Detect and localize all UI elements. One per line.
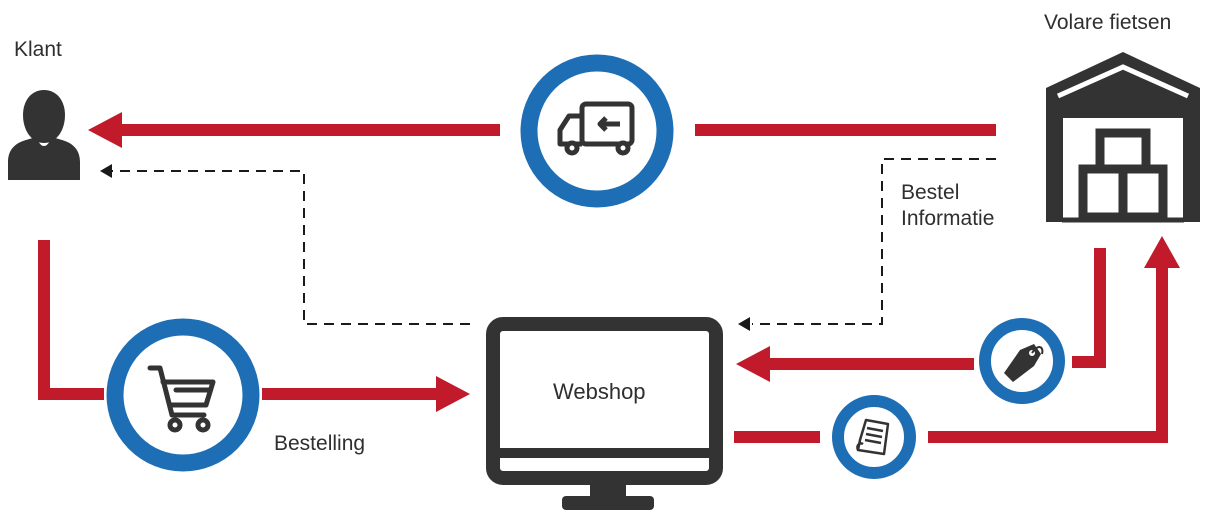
document-circle — [832, 395, 916, 479]
customer-label: Klant — [14, 38, 62, 61]
flow-arrowheads — [88, 112, 1180, 412]
monitor-icon — [486, 317, 723, 510]
dashed-warehouse-to-webshop — [752, 158, 996, 325]
arrowhead-to-webshop — [436, 376, 470, 412]
order-arrow-left-segment — [38, 240, 104, 400]
dashed-webshop-to-klant — [112, 170, 470, 325]
dashed-arrowhead-klant — [100, 164, 112, 178]
order-label: Bestelling — [274, 432, 366, 455]
flow-arrows — [38, 124, 1168, 443]
arrowhead-to-warehouse — [1144, 236, 1180, 268]
cart-circle — [106, 318, 260, 472]
price-circle — [979, 318, 1065, 404]
delivery-circle — [520, 54, 674, 208]
price-arrow-right-segment — [1072, 248, 1106, 368]
order-info-label-line1: Bestel — [901, 181, 960, 204]
delivery-truck-icon — [557, 101, 635, 156]
webshop-label: Webshop — [553, 379, 646, 404]
dashed-arrowhead-webshop — [738, 317, 750, 331]
order-info-label: Bestel Informatie — [901, 180, 1041, 233]
arrowhead-price-to-webshop — [736, 346, 770, 382]
price-tag-icon — [1004, 344, 1044, 382]
person-icon — [8, 90, 80, 180]
document-icon — [856, 418, 890, 456]
document-arrow-right-segment — [928, 263, 1168, 443]
warehouse-icon — [1046, 52, 1200, 223]
arrowhead-to-klant — [88, 112, 122, 148]
order-info-label-line2: Informatie — [901, 207, 995, 231]
shopping-cart-icon — [147, 365, 216, 433]
dashed-info-lines — [112, 158, 996, 325]
supplier-label: Volare fietsen — [1044, 11, 1172, 34]
dashed-arrowheads — [100, 164, 750, 331]
